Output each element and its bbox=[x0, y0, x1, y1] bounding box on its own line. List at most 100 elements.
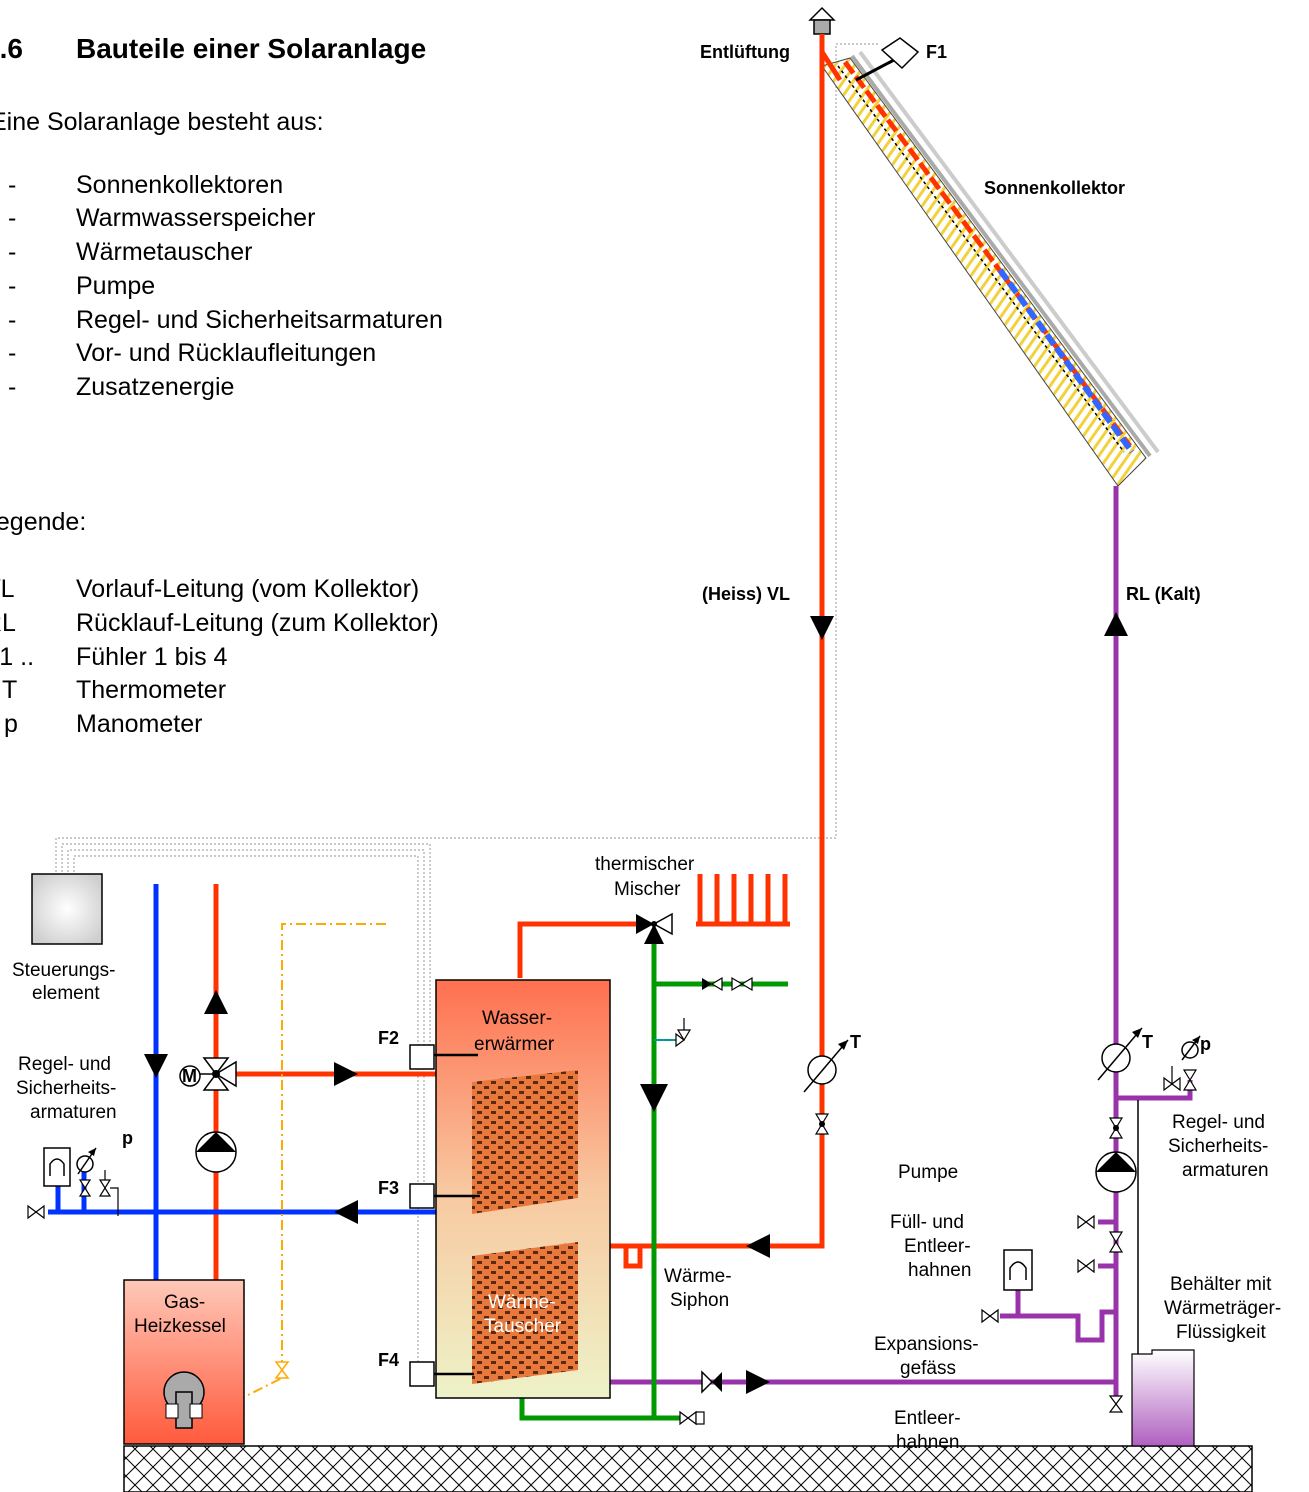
upper-coil bbox=[472, 1070, 578, 1214]
label-mischer: Mischer bbox=[614, 879, 681, 900]
valve-icon bbox=[1108, 1117, 1124, 1139]
list-marker: - bbox=[8, 373, 16, 401]
label-mischer: thermischer bbox=[595, 854, 695, 875]
thermometer-rl-icon bbox=[1097, 1027, 1143, 1081]
flow-arrow-right-icon bbox=[746, 1370, 770, 1394]
section-title: Bauteile einer Solaranlage bbox=[76, 33, 426, 64]
valve-icon bbox=[78, 1179, 92, 1197]
list-item: Wärmetauscher bbox=[76, 238, 252, 266]
label-expansion: gefäss bbox=[900, 1358, 956, 1379]
label-gas-heizkessel: Heizkessel bbox=[134, 1316, 226, 1337]
list-item: Regel- und Sicherheitsarmaturen bbox=[76, 306, 443, 334]
label-p-left: p bbox=[122, 1128, 133, 1148]
tank-sensors bbox=[409, 1044, 480, 1387]
label-waermetauscher: Wärme- bbox=[488, 1292, 556, 1313]
list-marker: - bbox=[8, 204, 16, 232]
flow-arrow-down-icon bbox=[144, 1054, 168, 1078]
label-behaelter: Behälter mit bbox=[1170, 1274, 1272, 1295]
list-marker: - bbox=[8, 306, 16, 334]
drain-valve-icon bbox=[1077, 1214, 1095, 1230]
label-pumpe: Pumpe bbox=[898, 1162, 958, 1183]
section-number: 3.6 bbox=[0, 33, 23, 64]
valve-icon bbox=[1108, 1231, 1124, 1253]
motor-icon bbox=[179, 1065, 201, 1087]
drain-valve-icon bbox=[27, 1204, 45, 1220]
solar-collector bbox=[821, 37, 1160, 487]
label-regel-left: Regel- und bbox=[18, 1054, 111, 1075]
label-f3: F3 bbox=[378, 1178, 399, 1198]
component-list: - Sonnenkollektoren - Warmwasserspeicher… bbox=[8, 171, 443, 401]
label-t-vl: T bbox=[850, 1032, 861, 1052]
flow-arrow-down-icon bbox=[810, 616, 834, 640]
flow-arrow-up-icon bbox=[204, 990, 228, 1014]
safety-valve-icon bbox=[98, 1170, 119, 1216]
pump-left-icon bbox=[195, 1131, 237, 1173]
lower-coil bbox=[472, 1242, 578, 1384]
thermal-mixer-icon bbox=[636, 912, 673, 944]
list-item: Warmwasserspeicher bbox=[76, 204, 315, 232]
legend-heading: Legende: bbox=[0, 508, 86, 536]
label-entlueftung: Entlüftung bbox=[700, 42, 790, 62]
gas-valve-icon bbox=[274, 1361, 290, 1379]
expansion-vessel-left bbox=[43, 1147, 71, 1187]
label-steuerung: element bbox=[32, 983, 100, 1004]
flow-arrow-left-icon bbox=[334, 1200, 358, 1224]
label-entleer: Entleer- bbox=[894, 1408, 961, 1429]
label-f4: F4 bbox=[378, 1350, 399, 1370]
legend-key: p bbox=[4, 710, 18, 738]
intro-text: Eine Solaranlage besteht aus: bbox=[0, 108, 324, 136]
flow-arrow-up-icon bbox=[1104, 612, 1128, 636]
thermometer-vl-icon bbox=[803, 1039, 849, 1093]
label-fuell: Füll- und bbox=[890, 1212, 964, 1233]
legend-key: RL bbox=[0, 609, 16, 637]
valve-icon bbox=[1108, 1395, 1124, 1413]
drain-valve-icon bbox=[1077, 1258, 1095, 1274]
valve-icon bbox=[702, 976, 723, 992]
list-marker: - bbox=[8, 238, 16, 266]
pump-right-icon bbox=[1095, 1151, 1137, 1193]
fluid-container bbox=[1131, 1349, 1195, 1447]
label-regel-left: armaturen bbox=[30, 1102, 117, 1123]
legend-text: Fühler 1 bis 4 bbox=[76, 643, 228, 671]
valve-icon bbox=[814, 1113, 830, 1135]
motor-label: M bbox=[182, 1066, 197, 1086]
label-rl: RL (Kalt) bbox=[1126, 584, 1201, 604]
label-regel-left: Sicherheits- bbox=[16, 1078, 116, 1099]
label-gas-heizkessel: Gas- bbox=[164, 1292, 205, 1313]
valve-icon bbox=[1182, 1069, 1198, 1091]
burner-icon bbox=[163, 1371, 205, 1429]
list-item: Zusatzenergie bbox=[76, 373, 234, 401]
label-steuerung: Steuerungs- bbox=[12, 960, 116, 981]
label-wassererwaermer: Wasser- bbox=[482, 1008, 552, 1029]
label-fuell: hahnen bbox=[908, 1260, 971, 1281]
flow-arrows bbox=[144, 612, 1128, 1394]
legend-text: Manometer bbox=[76, 710, 202, 738]
valves bbox=[27, 976, 1198, 1426]
sensor-f2-icon bbox=[409, 1044, 435, 1070]
drain-valve-icon bbox=[981, 1308, 999, 1324]
legend-text: Rücklauf-Leitung (zum Kollektor) bbox=[76, 609, 439, 637]
sensor-f1-icon bbox=[880, 37, 920, 70]
legend-text: Thermometer bbox=[76, 676, 226, 704]
valve-icon bbox=[731, 976, 753, 992]
label-p-rl: p bbox=[1200, 1034, 1211, 1054]
list-item: Pumpe bbox=[76, 272, 155, 300]
label-behaelter: Wärmeträger- bbox=[1164, 1298, 1281, 1319]
list-marker: - bbox=[8, 339, 16, 367]
drain-valve-icon bbox=[679, 1410, 705, 1426]
legend-key: T bbox=[2, 676, 17, 704]
flow-arrow-down-icon bbox=[640, 1084, 668, 1112]
label-regel-right: armaturen bbox=[1182, 1160, 1269, 1181]
label-f1: F1 bbox=[926, 42, 947, 62]
label-regel-right: Regel- und bbox=[1172, 1112, 1265, 1133]
manometer-rl-icon bbox=[1181, 1035, 1201, 1061]
label-behaelter: Flüssigkeit bbox=[1176, 1322, 1266, 1343]
label-f2: F2 bbox=[378, 1028, 399, 1048]
label-regel-right: Sicherheits- bbox=[1168, 1136, 1268, 1157]
ground-hatch bbox=[123, 1445, 1253, 1492]
legend: VL Vorlauf-Leitung (vom Kollektor) RL Rü… bbox=[0, 575, 439, 738]
sensor-f4-icon bbox=[409, 1361, 435, 1387]
sensor-f3-icon bbox=[409, 1183, 435, 1209]
expansion-vessel-right bbox=[1003, 1249, 1033, 1291]
label-t-rl: T bbox=[1142, 1032, 1153, 1052]
